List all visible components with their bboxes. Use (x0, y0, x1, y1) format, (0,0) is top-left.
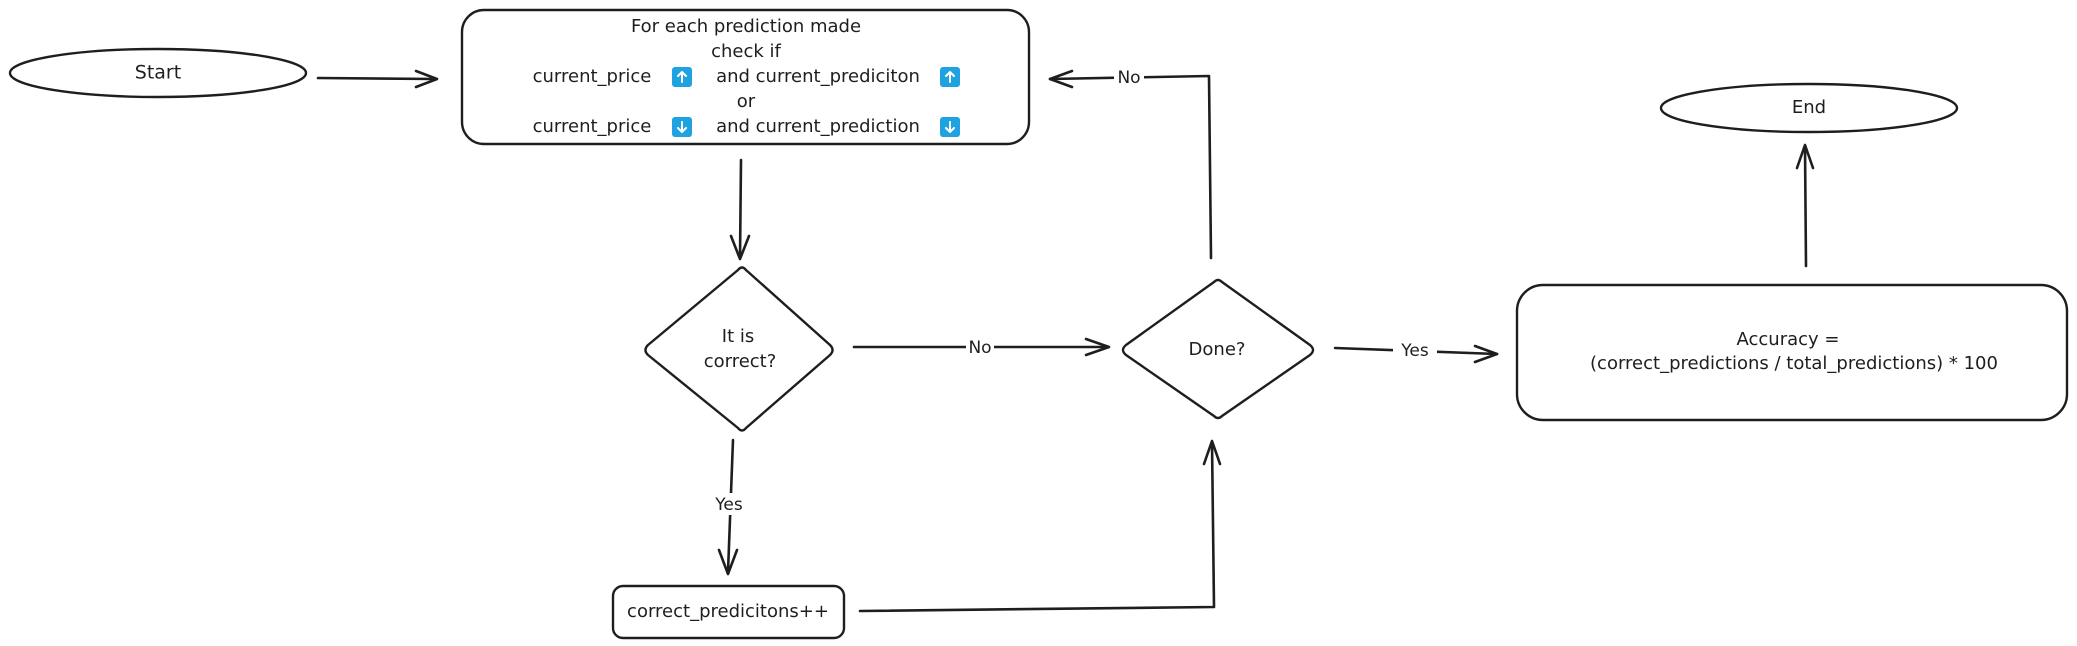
check-condition-node: For each prediction made check if curren… (460, 8, 1031, 146)
is-correct-line-2: correct? (704, 351, 777, 372)
edge-done-to-check-no: No (1048, 68, 1213, 260)
up-arrow-icon (940, 67, 960, 87)
edge-is-correct-to-increment-yes: Yes (708, 438, 750, 576)
start-label: Start (135, 62, 181, 84)
edge-label-no-1: No (968, 338, 991, 358)
accuracy-line-1: Accuracy = (1737, 329, 1840, 350)
increment-correct-node: correct_predicitons++ (611, 584, 846, 640)
edge-increment-to-done (858, 439, 1222, 613)
check-line-5a: current_price (533, 116, 652, 137)
edge-accuracy-to-end (1795, 143, 1815, 268)
down-arrow-icon (672, 117, 692, 137)
done-label: Done? (1189, 339, 1246, 360)
accuracy-node: Accuracy = (correct_predictions / total_… (1515, 283, 2069, 422)
done-decision-node: Done? (1121, 278, 1315, 420)
edge-label-no-2: No (1117, 68, 1140, 88)
check-line-3b: and current_prediciton (716, 66, 920, 87)
edge-done-to-accuracy-yes: Yes (1333, 340, 1499, 364)
increment-label: correct_predicitons++ (627, 601, 829, 622)
edge-check-to-is-correct (729, 158, 751, 261)
down-arrow-icon (940, 117, 960, 137)
up-arrow-icon (672, 67, 692, 87)
check-line-3a: current_price (533, 66, 652, 87)
check-line-or: or (737, 91, 756, 112)
start-node: Start (8, 47, 308, 99)
check-line-1: For each prediction made (631, 16, 861, 37)
end-label: End (1792, 97, 1826, 118)
edge-label-yes-2: Yes (1400, 341, 1429, 361)
check-line-5b: and current_prediction (716, 116, 920, 137)
edge-is-correct-to-done-no: No (852, 337, 1111, 358)
edge-label-yes-1: Yes (714, 495, 743, 515)
edge-start-to-check (316, 69, 439, 89)
is-correct-line-1: It is (722, 326, 754, 347)
is-correct-decision-node: It is correct? (644, 266, 834, 432)
check-line-2: check if (711, 41, 781, 62)
end-node: End (1659, 82, 1959, 134)
accuracy-line-2: (correct_predictions / total_predictions… (1590, 353, 1998, 374)
